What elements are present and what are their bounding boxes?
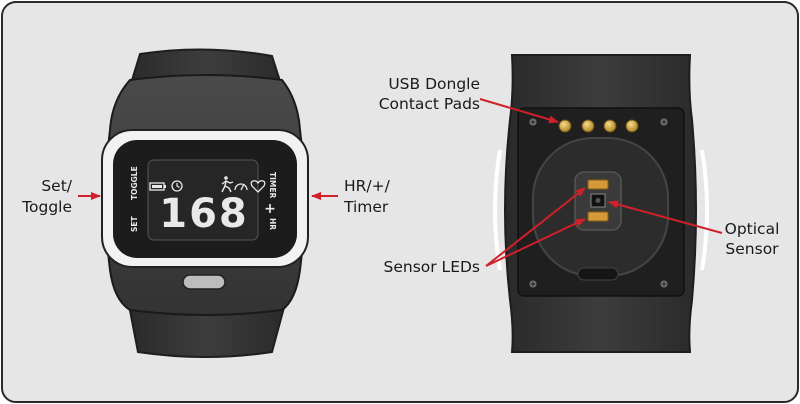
- heart-rate-display: 168: [159, 191, 249, 237]
- toggle-label: TOGGLE: [130, 166, 139, 200]
- optical-sensor-lens: [595, 198, 601, 203]
- back-slot: [577, 267, 619, 281]
- contact-pad-3: [603, 119, 617, 133]
- contact-pad-2: [581, 119, 595, 133]
- label-hr-timer-line1: HR/+/: [344, 177, 391, 195]
- plus-label: +: [264, 201, 276, 217]
- screw-bottom-left: [528, 279, 538, 289]
- contact-pad-4: [625, 119, 639, 133]
- label-usb-pads-line2: Contact Pads: [379, 95, 480, 113]
- watch-back: [493, 54, 709, 353]
- runner-icon: [221, 176, 234, 193]
- timer-label: TIMER: [268, 172, 277, 198]
- screw-top-left: [528, 117, 538, 127]
- label-hr-timer-line2: Timer: [343, 198, 389, 216]
- arrow-optical-sensor: [608, 200, 723, 234]
- label-set-toggle-line1: Set/: [41, 177, 72, 195]
- gauge-icon: [234, 183, 248, 191]
- lcd-screen: [147, 159, 259, 241]
- arrow-led-bottom: [485, 218, 586, 267]
- arrow-led-top: [485, 187, 586, 267]
- watch-front: 168 TOGGLE SET TIMER + HR: [100, 48, 310, 358]
- heart-icon: [250, 180, 266, 193]
- battery-icon: [149, 182, 166, 191]
- back-side-highlight-right: [700, 149, 709, 271]
- label-optical-sensor-line2: Sensor: [725, 240, 779, 258]
- screw-top-right: [659, 117, 669, 127]
- contact-pad-1: [558, 119, 572, 133]
- label-set-toggle-line2: Toggle: [21, 198, 72, 216]
- clock-icon: [171, 180, 183, 192]
- hr-label: HR: [268, 218, 277, 230]
- label-sensor-leds: Sensor LEDs: [384, 258, 481, 276]
- sensor-led-bottom: [587, 211, 609, 222]
- arrow-usb-pads: [479, 98, 559, 124]
- label-optical-sensor-line1: Optical: [725, 220, 780, 238]
- front-bottom-button: [182, 274, 226, 290]
- screw-bottom-right: [659, 279, 669, 289]
- set-label: SET: [130, 215, 139, 232]
- sensor-led-top: [587, 179, 609, 190]
- label-usb-pads-line1: USB Dongle: [388, 75, 480, 93]
